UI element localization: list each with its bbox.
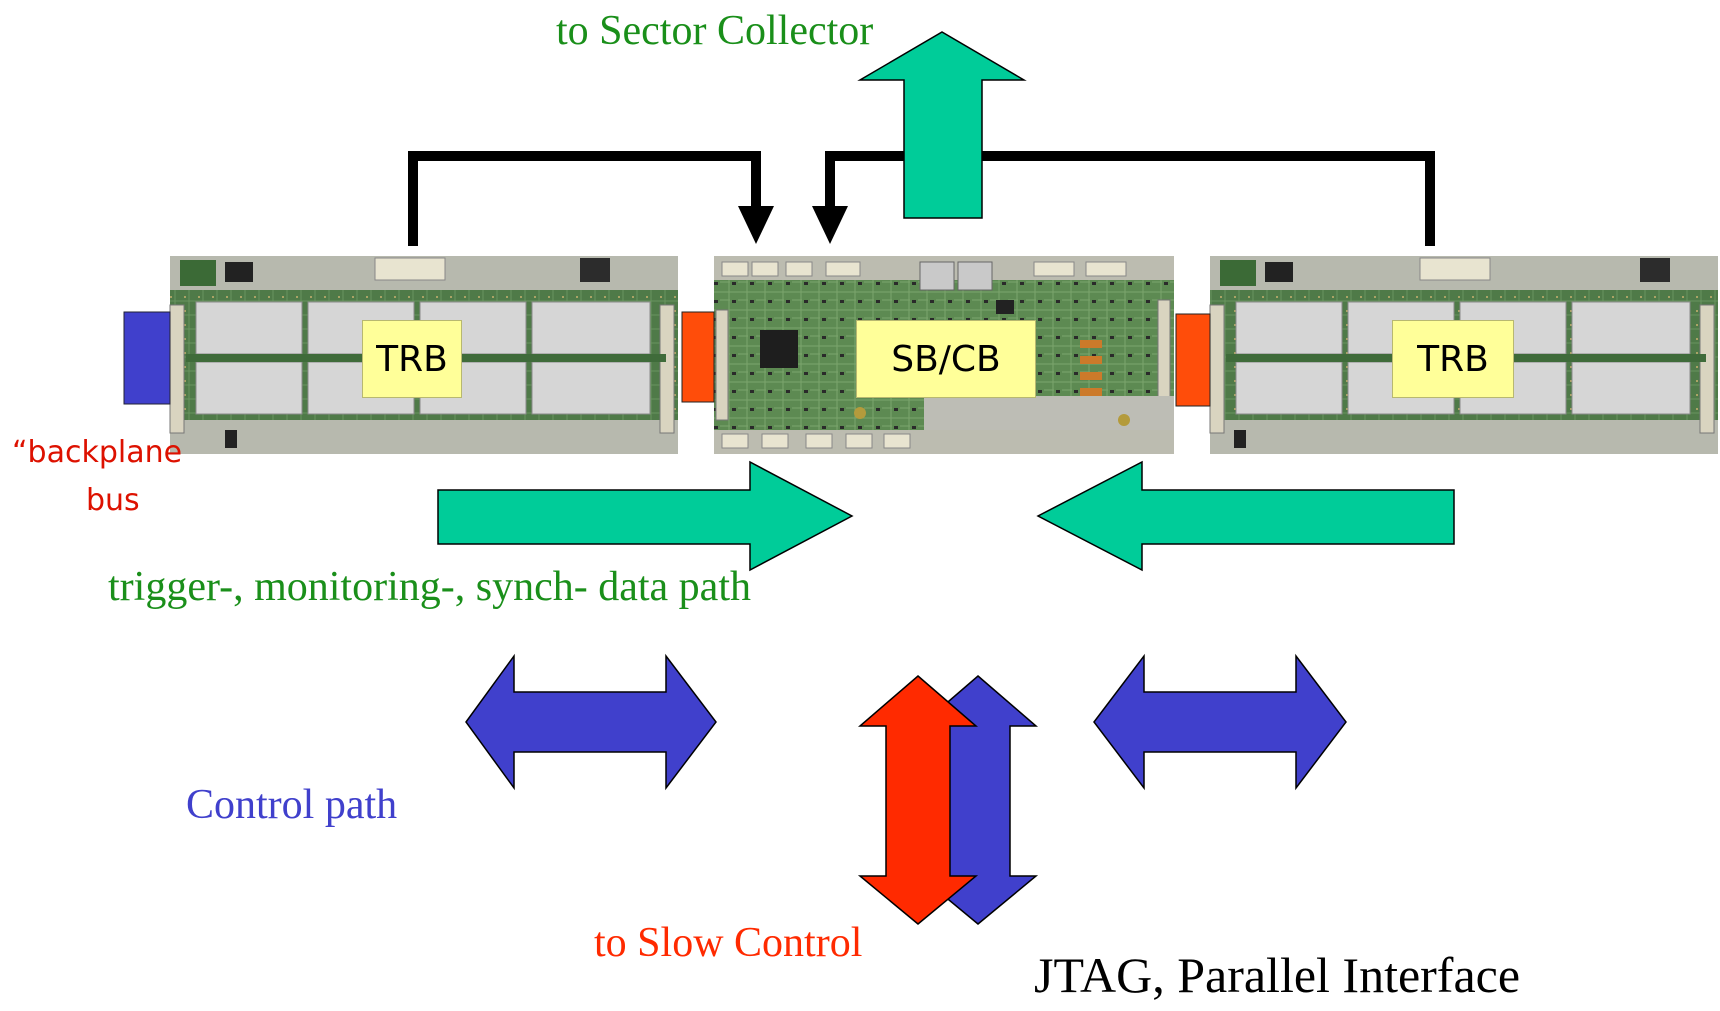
slow-control-vertical-arrow <box>857 675 979 925</box>
sbcb-label: SB/CB <box>856 320 1036 398</box>
data-path-arrow-left <box>1036 460 1455 572</box>
sector-collector-up-arrow <box>857 31 1027 219</box>
connector-block-center-left <box>681 311 715 403</box>
slow-control-label: to Slow Control <box>594 920 863 966</box>
control-path-label: Control path <box>186 782 398 828</box>
data-path-label: trigger-, monitoring-, synch- data path <box>108 564 751 610</box>
control-path-arrow-left <box>465 653 717 791</box>
trb-left-label: TRB <box>362 320 462 398</box>
backplane-bus-label-line1: “backplane <box>12 435 183 470</box>
trb-right-label: TRB <box>1392 320 1514 398</box>
trb-to-sbcb-bus-left <box>408 151 774 246</box>
control-path-arrow-right <box>1093 653 1347 791</box>
jtag-parallel-interface-label: JTAG, Parallel Interface <box>1034 947 1521 1003</box>
backplane-bus-label-line2: bus <box>86 483 140 518</box>
data-path-arrow-right <box>437 460 854 572</box>
trb-to-sbcb-bus-right <box>812 151 1435 246</box>
connector-block-center-right <box>1175 313 1211 407</box>
sector-collector-label: to Sector Collector <box>556 8 874 54</box>
backplane-connector-block <box>123 311 171 405</box>
